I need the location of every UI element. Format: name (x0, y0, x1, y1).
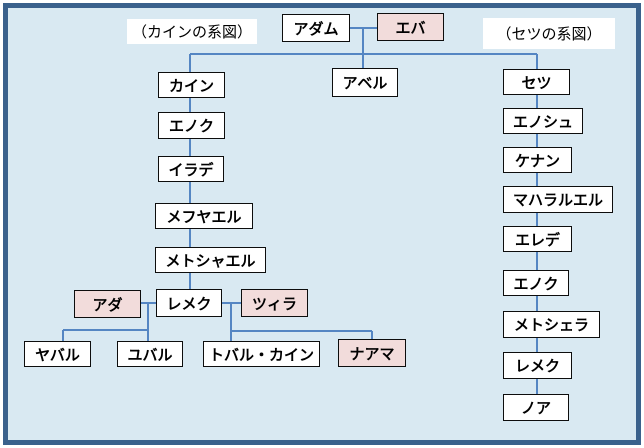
person-box-irad: イラデ (158, 156, 224, 182)
person-box-lamech-seth: レメク (503, 352, 572, 379)
person-box-jubal: ユバル (117, 341, 183, 367)
connector-line (371, 331, 373, 339)
person-box-mehujael: メフヤエル (155, 203, 253, 229)
person-box-kenan: ケナン (503, 147, 572, 173)
person-box-jared: エレデ (503, 226, 572, 252)
person-box-eve: エバ (377, 13, 444, 41)
person-box-enoch-cain: エノク (158, 112, 225, 139)
person-box-methushael: メトシャエル (155, 247, 266, 273)
connector-line (536, 54, 538, 394)
connector-line (190, 53, 537, 55)
connector-line (230, 303, 232, 341)
person-box-adam: アダム (282, 14, 350, 42)
person-box-jabal: ヤバル (24, 341, 91, 367)
seth-genealogy-title: （セツの系図） (483, 18, 615, 49)
person-box-tubal-cain: トバル・カイン (203, 341, 320, 367)
connector-line (231, 330, 372, 332)
connector-line (147, 303, 149, 341)
person-box-mahalalel: マハラルエル (503, 186, 613, 213)
person-box-lamech-cain: レメク (156, 289, 222, 317)
person-box-zillah: ツィラ (241, 289, 308, 317)
person-box-enosh: エノシュ (503, 108, 583, 134)
connector-line (63, 329, 148, 331)
person-box-adah: アダ (74, 290, 141, 318)
connector-line (62, 330, 64, 341)
person-box-enoch-seth: エノク (503, 270, 569, 296)
person-box-methuselah: メトシェラ (503, 311, 600, 338)
person-box-naamah: ナアマ (338, 339, 406, 367)
person-box-seth: セツ (503, 69, 570, 95)
person-box-noah: ノア (503, 394, 569, 421)
cain-genealogy-title: （カインの系図） (127, 19, 257, 44)
person-box-abel: アベル (332, 68, 398, 97)
connector-line (362, 28, 364, 68)
person-box-cain: カイン (158, 72, 225, 98)
